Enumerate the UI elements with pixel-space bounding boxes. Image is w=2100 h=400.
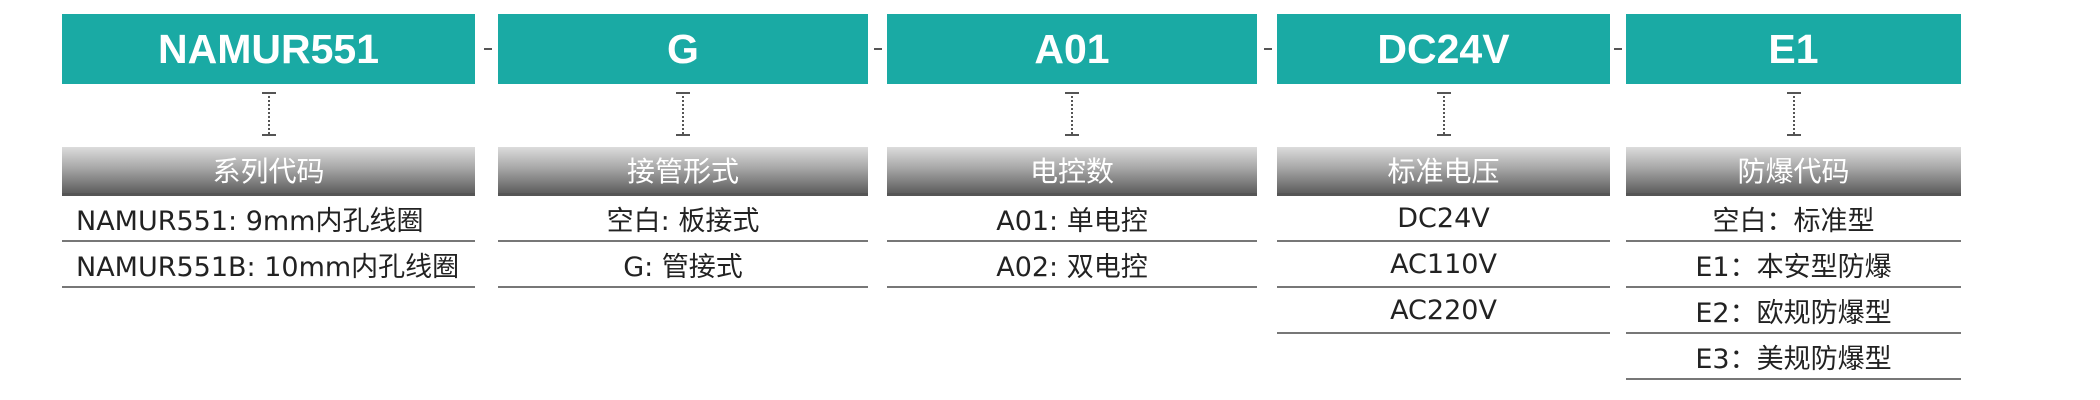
option-list: 空白：标准型 E1：本安型防爆 E2：欧规防爆型 E3：美规防爆型 <box>1626 193 1961 380</box>
option-list: DC24V AC110V AC220V <box>1277 193 1610 334</box>
connector <box>498 84 868 139</box>
code-header: E1 <box>1626 14 1961 84</box>
connector <box>1277 84 1610 139</box>
option-row: G: 管接式 <box>498 242 868 288</box>
category-label: 标准电压 <box>1277 147 1610 193</box>
separator-dash <box>484 48 492 50</box>
separator-dash <box>1614 48 1622 50</box>
option-row: NAMUR551: 9mm内孔线圈 <box>62 196 475 242</box>
option-list: 空白: 板接式 G: 管接式 <box>498 193 868 288</box>
separator-dash <box>1264 48 1272 50</box>
separator-dash <box>874 48 882 50</box>
column-connection: G 接管形式 空白: 板接式 G: 管接式 <box>498 14 868 288</box>
code-header: DC24V <box>1277 14 1610 84</box>
option-row: E1：本安型防爆 <box>1626 242 1961 288</box>
connector <box>1626 84 1961 139</box>
category-label: 系列代码 <box>62 147 475 193</box>
option-row: 空白: 板接式 <box>498 196 868 242</box>
option-list: A01: 单电控 A02: 双电控 <box>887 193 1257 288</box>
code-header: G <box>498 14 868 84</box>
code-header: A01 <box>887 14 1257 84</box>
connector <box>62 84 475 139</box>
option-list: NAMUR551: 9mm内孔线圈 NAMUR551B: 10mm内孔线圈 <box>62 193 475 288</box>
code-header: NAMUR551 <box>62 14 475 84</box>
option-row: E2：欧规防爆型 <box>1626 288 1961 334</box>
column-series: NAMUR551 系列代码 NAMUR551: 9mm内孔线圈 NAMUR551… <box>62 14 475 288</box>
option-row: 空白：标准型 <box>1626 196 1961 242</box>
option-row: A01: 单电控 <box>887 196 1257 242</box>
option-row: NAMUR551B: 10mm内孔线圈 <box>62 242 475 288</box>
category-label: 接管形式 <box>498 147 868 193</box>
option-row: AC220V <box>1277 288 1610 334</box>
category-label: 电控数 <box>887 147 1257 193</box>
option-row: E3：美规防爆型 <box>1626 334 1961 380</box>
column-explosion-proof: E1 防爆代码 空白：标准型 E1：本安型防爆 E2：欧规防爆型 E3：美规防爆… <box>1626 14 1961 380</box>
column-voltage: DC24V 标准电压 DC24V AC110V AC220V <box>1277 14 1610 334</box>
option-row: A02: 双电控 <box>887 242 1257 288</box>
connector <box>887 84 1257 139</box>
option-row: AC110V <box>1277 242 1610 288</box>
option-row: DC24V <box>1277 196 1610 242</box>
category-label: 防爆代码 <box>1626 147 1961 193</box>
column-control: A01 电控数 A01: 单电控 A02: 双电控 <box>887 14 1257 288</box>
